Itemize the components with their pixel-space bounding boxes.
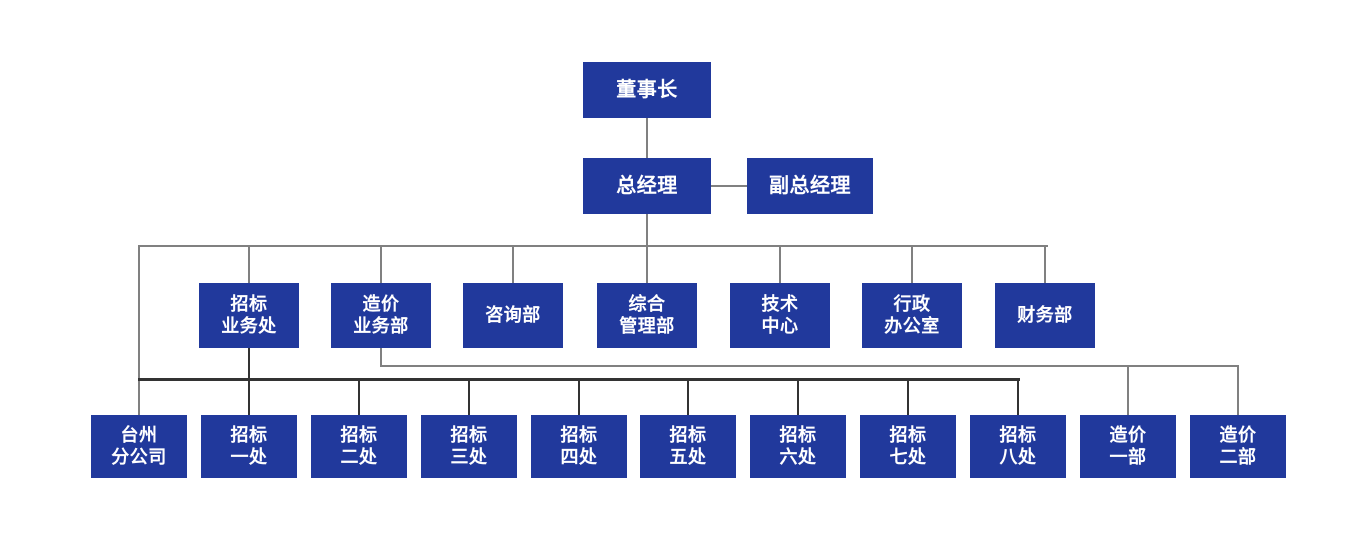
- connector-main-bus: [138, 245, 1048, 247]
- node-consulting-dept[interactable]: 咨询部: [463, 283, 563, 348]
- node-bidding-office-4[interactable]: 招标 四处: [531, 415, 627, 478]
- connector-drop-cost-business: [380, 245, 382, 283]
- connector-drop-bidding-business: [248, 245, 250, 283]
- node-general-management-dept[interactable]: 综合 管理部: [597, 283, 697, 348]
- connector-bidding-business-stub: [248, 348, 250, 380]
- connector-chairman-to-gm: [646, 118, 648, 158]
- node-administrative-office[interactable]: 行政 办公室: [862, 283, 962, 348]
- node-cost-dept-1[interactable]: 造价 一部: [1080, 415, 1176, 478]
- node-finance-dept[interactable]: 财务部: [995, 283, 1095, 348]
- connector-drop-general-mgmt: [646, 245, 648, 283]
- connector-drop-taizhou-branch: [138, 245, 140, 415]
- connector-drop-bidding-3: [468, 378, 470, 415]
- connector-drop-bidding-8: [1017, 378, 1019, 415]
- connector-drop-bidding-7: [907, 378, 909, 415]
- node-bidding-office-5[interactable]: 招标 五处: [640, 415, 736, 478]
- node-bidding-business-dept[interactable]: 招标 业务处: [199, 283, 299, 348]
- connector-gm-down-stub: [646, 214, 648, 245]
- connector-drop-bidding-4: [578, 378, 580, 415]
- connector-cost-business-stub: [380, 348, 382, 367]
- node-bidding-office-6[interactable]: 招标 六处: [750, 415, 846, 478]
- node-cost-business-dept[interactable]: 造价 业务部: [331, 283, 431, 348]
- node-chairman[interactable]: 董事长: [583, 62, 711, 118]
- connector-drop-cost-dept-2: [1237, 365, 1239, 415]
- connector-drop-admin-office: [911, 245, 913, 283]
- connector-gm-to-deputy: [711, 185, 747, 187]
- node-bidding-office-7[interactable]: 招标 七处: [860, 415, 956, 478]
- connector-cost-bus: [380, 365, 1238, 367]
- node-bidding-office-8[interactable]: 招标 八处: [970, 415, 1066, 478]
- connector-drop-finance: [1044, 245, 1046, 283]
- node-technology-center[interactable]: 技术 中心: [730, 283, 830, 348]
- node-taizhou-branch[interactable]: 台州 分公司: [91, 415, 187, 478]
- node-bidding-office-3[interactable]: 招标 三处: [421, 415, 517, 478]
- node-general-manager[interactable]: 总经理: [583, 158, 711, 214]
- connector-drop-bidding-2: [358, 378, 360, 415]
- node-deputy-general-manager[interactable]: 副总经理: [747, 158, 873, 214]
- node-cost-dept-2[interactable]: 造价 二部: [1190, 415, 1286, 478]
- connector-drop-cost-dept-1: [1127, 365, 1129, 415]
- connector-drop-consulting: [512, 245, 514, 283]
- node-bidding-office-1[interactable]: 招标 一处: [201, 415, 297, 478]
- connector-drop-bidding-5: [687, 378, 689, 415]
- connector-drop-bidding-6: [797, 378, 799, 415]
- connector-drop-bidding-1: [248, 378, 250, 415]
- connector-drop-tech-center: [779, 245, 781, 283]
- node-bidding-office-2[interactable]: 招标 二处: [311, 415, 407, 478]
